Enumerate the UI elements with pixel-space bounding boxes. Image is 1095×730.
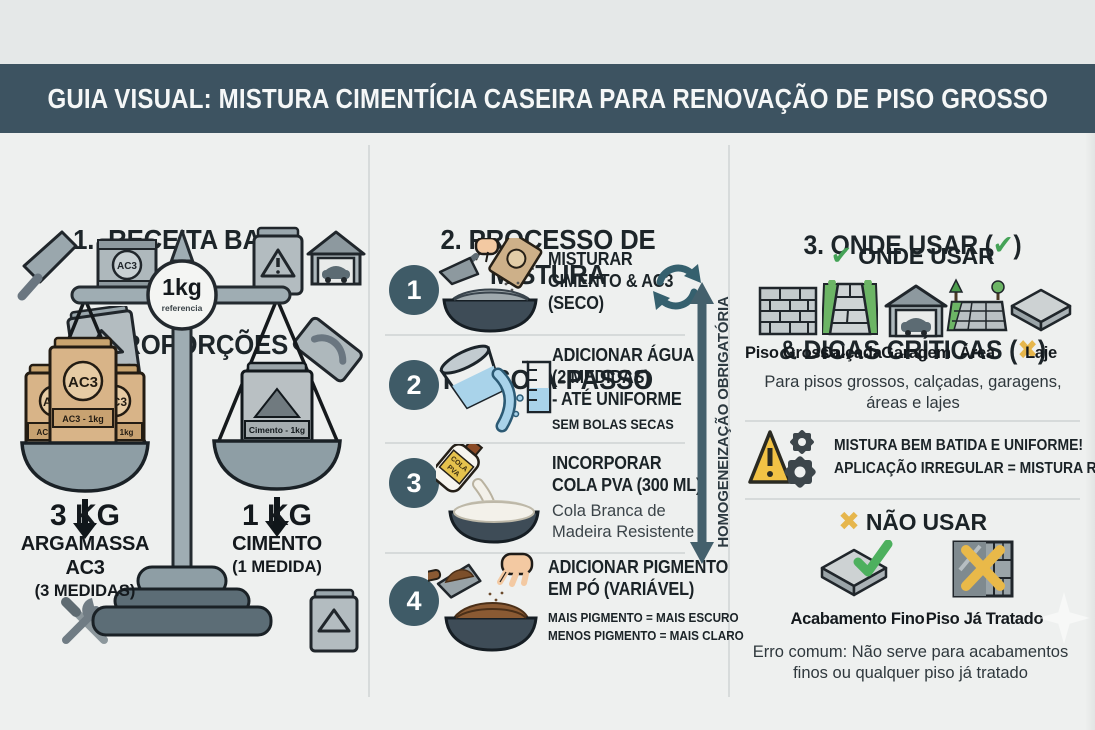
cross-overlay-icon xyxy=(961,545,1005,591)
left-result-value: 3 KG xyxy=(49,499,121,532)
warning-bag-icon xyxy=(252,226,304,296)
do-not-use-title: ✖ NÃO USAR xyxy=(838,506,987,536)
step-separator-2 xyxy=(385,442,685,444)
where-to-use-title: ✔ ONDE USAR xyxy=(830,240,995,270)
right-result-name: CIMENTO xyxy=(232,533,322,555)
step3-illustration-glue: COLA PVA xyxy=(436,444,540,544)
fine-finish-icon xyxy=(820,540,893,597)
not-item-label: Piso Já Tratado xyxy=(925,610,1044,628)
check-icon: ✔ xyxy=(830,240,853,270)
column-divider-1 xyxy=(368,145,370,697)
step4-illustration-pigment xyxy=(428,552,538,652)
scale-pan-right xyxy=(212,439,342,491)
step1-number: 1 xyxy=(389,265,439,315)
water-bucket-icon xyxy=(439,344,504,410)
section3-heading-line1: 3. ONDE USAR (✔) xyxy=(803,230,1022,260)
step2-text: ADICIONAR ÁGUA (2 MEDIDAS) - ATÉ UNIFORM… xyxy=(552,344,695,432)
reference-value: 1kg xyxy=(162,274,202,300)
section3-heading: 3. ONDE USAR (✔) & DICAS CRÍTICAS (✖) xyxy=(730,158,1095,438)
check-overlay-icon xyxy=(853,540,893,577)
step2-number: 2 xyxy=(389,360,439,410)
where-caption: Para pisos grossos, calçadas, garagens, … xyxy=(764,373,1062,412)
rough-floor-icon xyxy=(758,286,818,336)
treated-floor-icon xyxy=(952,540,1014,598)
pigment-bowl xyxy=(444,616,538,652)
scale-pan-left xyxy=(20,441,150,493)
title-banner: GUIA VISUAL: MISTURA CIMENTÍCIA CASEIRA … xyxy=(0,64,1095,133)
step-separator-1 xyxy=(385,334,685,336)
sprinkling-hand-icon xyxy=(497,552,534,587)
slab-icon xyxy=(1010,288,1072,332)
step1-text: MISTURAR CIMENTO & AC3 (SECO) xyxy=(548,248,674,313)
garage-use-icon xyxy=(884,284,948,338)
pva-glue-bottle-icon: COLA PVA xyxy=(436,444,484,493)
column-divider-2 xyxy=(728,145,730,697)
bag-small-icon xyxy=(309,588,359,653)
where-item-label: Piso Grosso xyxy=(745,344,839,362)
where-item-label: Área xyxy=(959,344,995,362)
col3-separator-1 xyxy=(745,420,1080,422)
section3-heading-line2: & DICAS CRÍTICAS (✖) xyxy=(779,335,1046,365)
cement-bag-on-scale: Cimento - 1kg xyxy=(240,361,314,449)
cross-icon: ✖ xyxy=(838,506,860,536)
hand-trowel-icon xyxy=(438,238,500,286)
outdoor-area-icon xyxy=(946,278,1008,332)
step3-number: 3 xyxy=(389,458,439,508)
step1-illustration-mixing xyxy=(438,238,543,333)
svg-text:Cimento - 1kg: Cimento - 1kg xyxy=(249,425,305,435)
edge-shadow xyxy=(1085,133,1095,730)
garage-icon xyxy=(306,230,366,286)
right-result: 1 KG CIMENTO (1 MEDIDA) xyxy=(202,500,352,578)
trowel-icon xyxy=(17,230,78,301)
left-result: 3 KG ARGAMASSA AC3 (3 MEDIDAS) xyxy=(10,500,160,602)
step4-text: ADICIONAR PIGMENTO EM PÓ (VARIÁVEL) MAIS… xyxy=(548,556,744,643)
step3-text: INCORPORAR COLA PVA (300 ML) Cola Branca… xyxy=(552,452,702,541)
where-item-label: Garagem xyxy=(881,344,951,362)
ac3-bag-center: AC3 AC3 - 1kg xyxy=(48,336,118,449)
left-result-note: (3 MEDIDAS) xyxy=(34,582,136,600)
gear-large xyxy=(784,456,816,488)
reference-circle xyxy=(146,259,218,331)
warning-text: MISTURA BEM BATIDA E UNIFORME! APLICAÇÃO… xyxy=(834,437,1095,477)
right-result-note: (1 MEDIDA) xyxy=(232,558,322,576)
balance-scale: 1kg referencia AC3 AC3 - 1kg AC3 AC3 - 1… xyxy=(20,229,342,637)
svg-text:AC3 - 1kg: AC3 - 1kg xyxy=(62,414,104,424)
pigment-trowel-icon xyxy=(428,563,482,599)
page-title: GUIA VISUAL: MISTURA CIMENTÍCIA CASEIRA … xyxy=(47,82,1048,114)
refresh-cycle-icon xyxy=(653,264,701,310)
where-item-label: Laje xyxy=(1025,344,1057,362)
not-item-label: Acabamento Fino xyxy=(790,610,925,628)
left-result-name: ARGAMASSA AC3 xyxy=(20,533,150,579)
warning-gears-icon xyxy=(748,430,816,488)
measuring-cup-icon xyxy=(522,360,552,414)
sidewalk-icon xyxy=(822,280,878,336)
where-item-label: Calçada xyxy=(820,344,882,362)
homogenization-arrow xyxy=(690,282,714,564)
col3-separator-2 xyxy=(745,498,1080,500)
right-result-value: 1 KG xyxy=(241,499,313,532)
reference-caption: referencia xyxy=(162,303,203,313)
check-icon: ✔ xyxy=(992,230,1014,260)
mixing-bowl xyxy=(442,298,538,333)
step-separator-3 xyxy=(385,552,685,554)
ac3-pour-bag-icon xyxy=(488,238,543,289)
cross-icon: ✖ xyxy=(1017,335,1038,365)
step2-illustration-water xyxy=(439,344,552,433)
step4-number: 4 xyxy=(389,576,439,626)
svg-text:AC3: AC3 xyxy=(68,374,98,391)
gear-small xyxy=(790,430,814,454)
float-trowel-icon xyxy=(292,316,363,383)
ac3-drum-label: AC3 xyxy=(117,261,137,272)
not-caption: Erro comum: Não serve para acabamentos f… xyxy=(752,643,1069,682)
